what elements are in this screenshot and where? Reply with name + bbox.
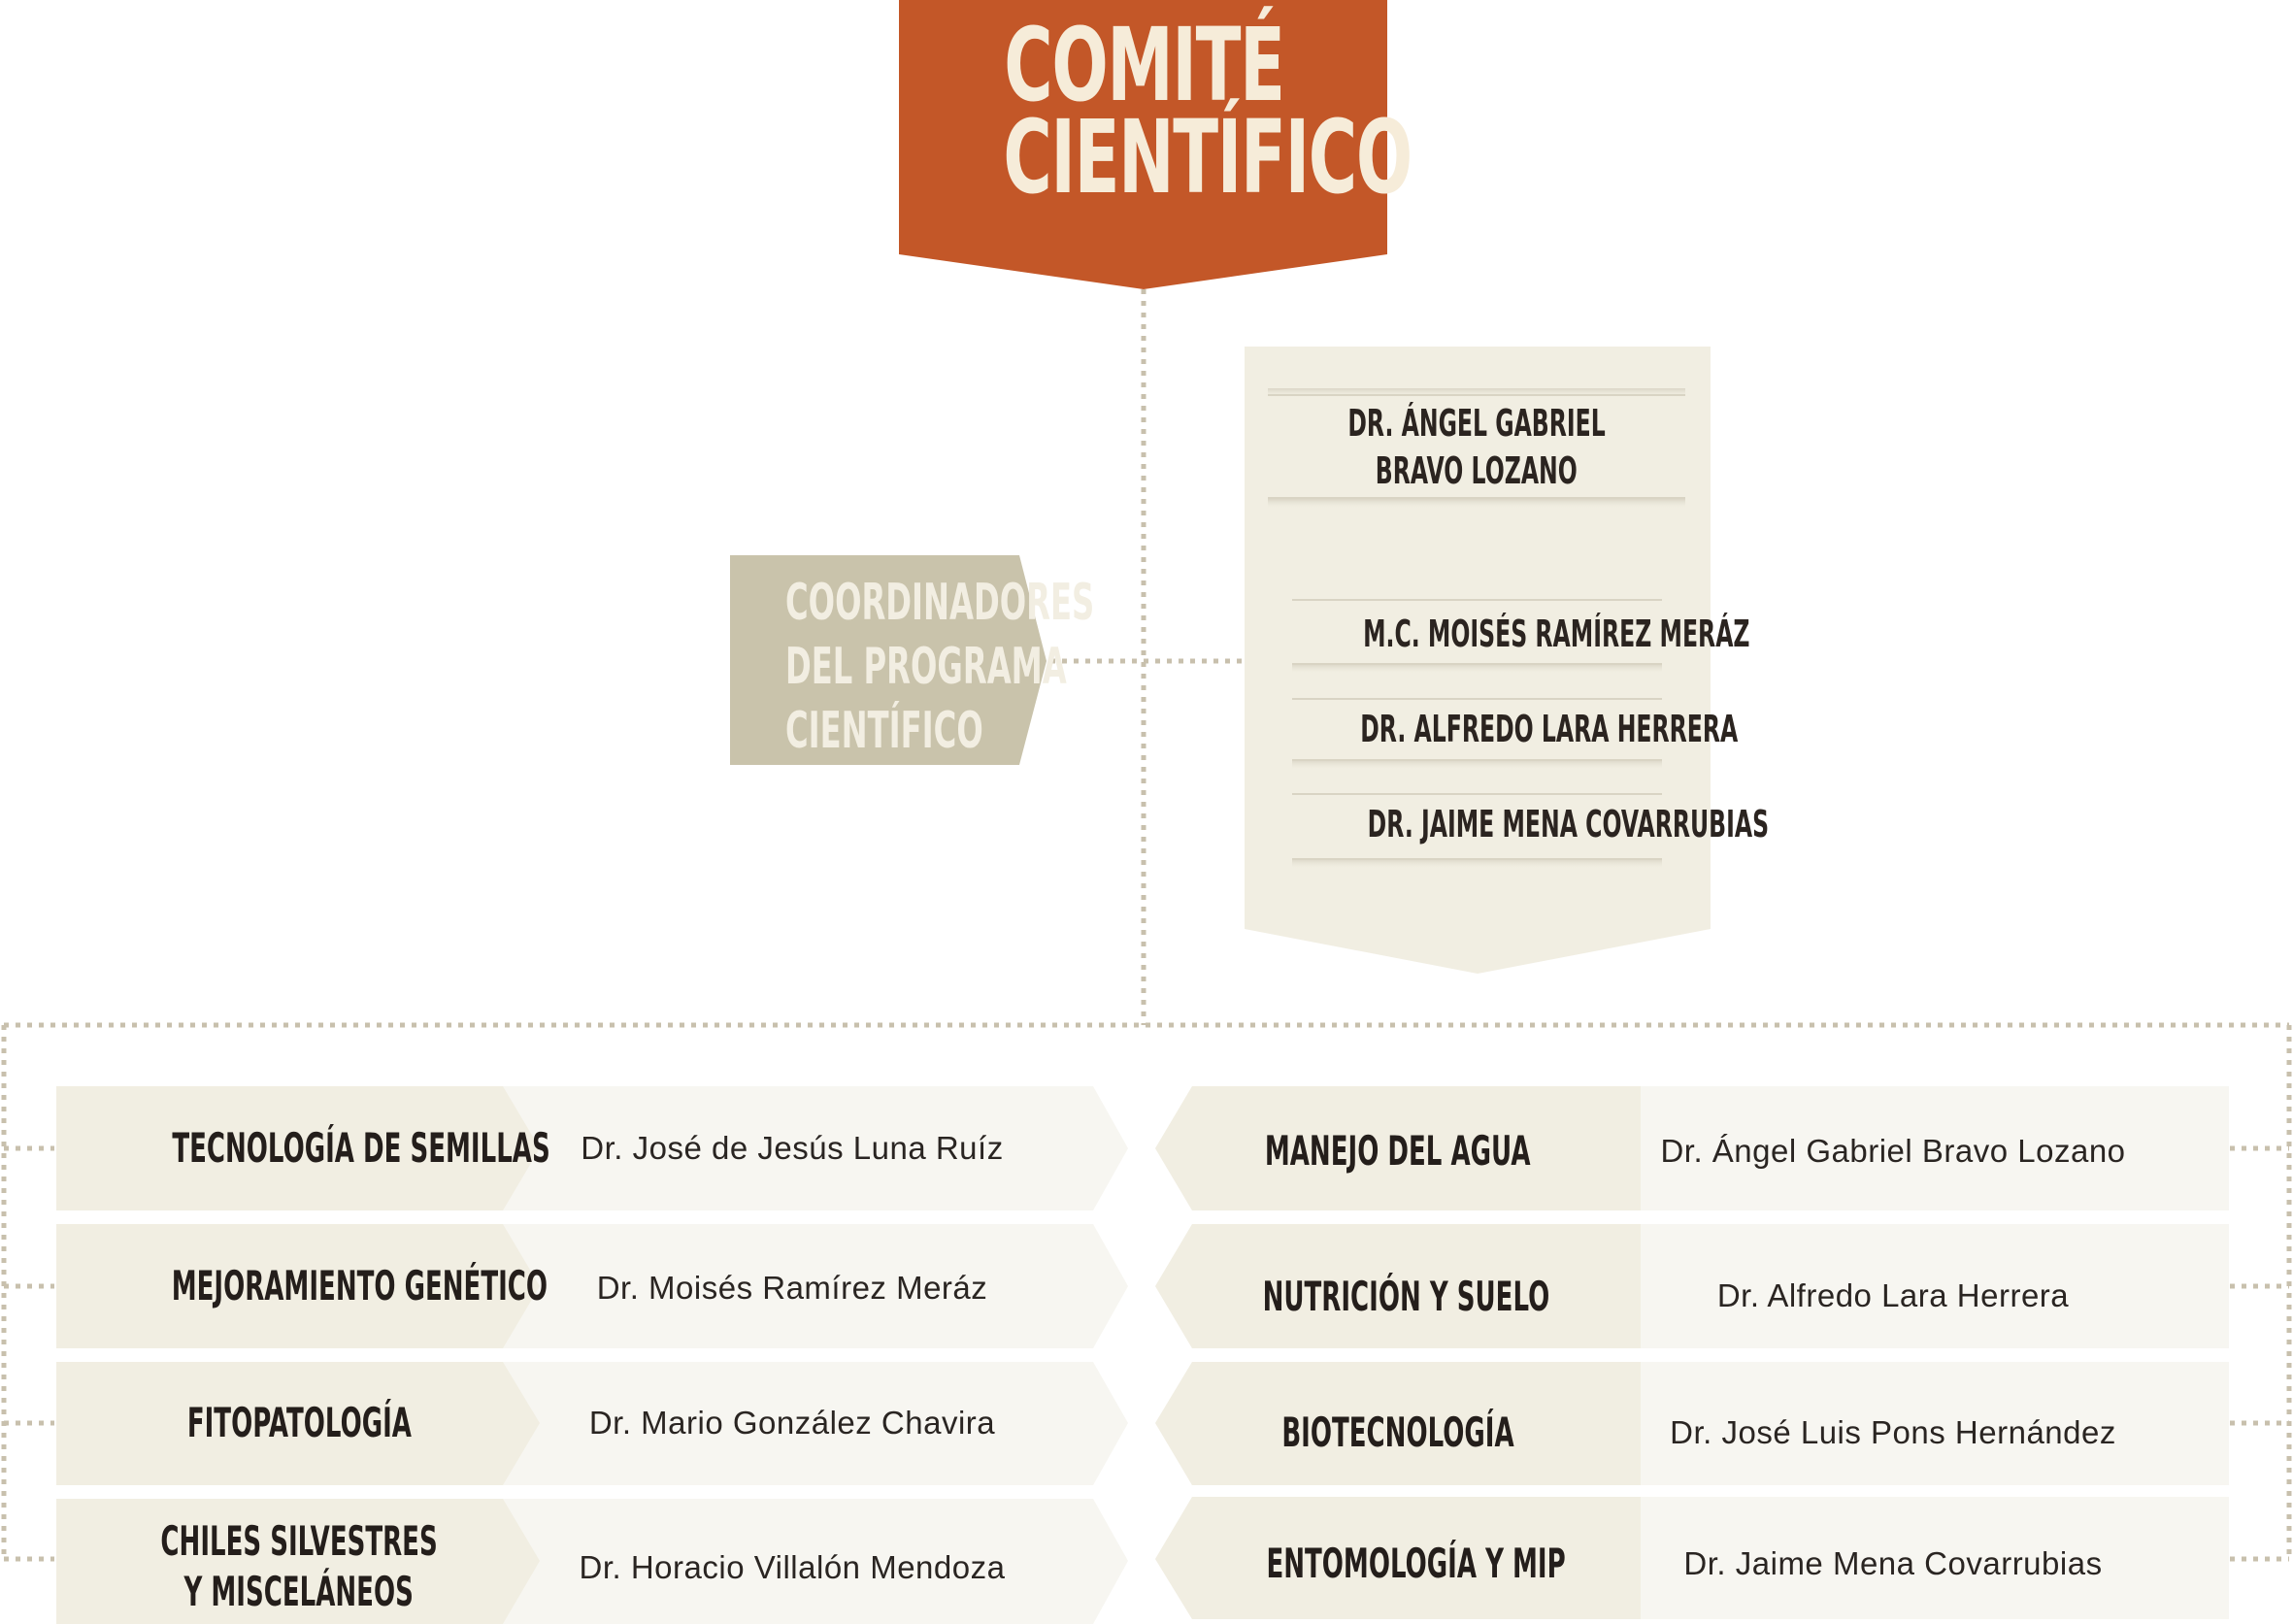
coordinators-tag: COORDINADORES DEL PROGRAMA CIENTÍFICO: [730, 571, 1095, 763]
coordinator-head-line-2: BRAVO LOZANO: [1375, 449, 1579, 492]
area-person: Dr. Horacio Villalón Mendoza: [579, 1549, 1006, 1585]
coordinator-member: DR. JAIME MENA COVARRUBIAS: [1367, 803, 1770, 845]
title-line-1: COMITÉ: [1003, 6, 1285, 124]
coordinators-tag-shape: [730, 555, 1047, 765]
area-label: MANEJO DEL AGUA: [1265, 1127, 1531, 1175]
area-label: FITOPATOLOGÍA: [186, 1399, 412, 1446]
title-line-2: CIENTÍFICO: [1003, 98, 1412, 216]
coordinator-head: DR. ÁNGEL GABRIEL BRAVO LOZANO: [1268, 400, 1685, 495]
area-person: Dr. Ángel Gabriel Bravo Lozano: [1660, 1133, 2126, 1169]
area-person: Dr. Mario González Chavira: [588, 1405, 996, 1441]
area-person: Dr. José Luis Pons Hernández: [1670, 1414, 2116, 1450]
connector-lines: [1, 289, 2292, 1562]
title-banner: [899, 0, 1387, 289]
area-label: NUTRICIÓN Y SUELO: [1262, 1273, 1550, 1320]
coordinator-head-line-1: DR. ÁNGEL GABRIEL: [1347, 402, 1606, 445]
area-person: Dr. Jaime Mena Covarrubias: [1683, 1545, 2103, 1581]
page-title: COMITÉ CIENTÍFICO: [898, 6, 1412, 208]
area-person: Dr. José de Jesús Luna Ruíz: [581, 1130, 1004, 1166]
coordinators-tag-line-1: COORDINADORES: [785, 574, 1095, 632]
area-label: CHILES SILVESTRES Y MISCELÁNEOS: [160, 1517, 438, 1615]
left-area-shapes: [56, 1086, 1128, 1624]
area-person: Dr. Moisés Ramírez Meráz: [596, 1270, 988, 1306]
area-label: ENTOMOLOGÍA Y MIP: [1266, 1540, 1566, 1587]
coordinator-member: M.C. MOISÉS RAMÍREZ MERÁZ: [1363, 613, 1750, 655]
coordinators-tag-line-3: CIENTÍFICO: [785, 702, 983, 760]
area-label: BIOTECNOLOGÍA: [1281, 1409, 1514, 1456]
coordinator-member: DR. ALFREDO LARA HERRERA: [1360, 708, 1739, 750]
area-label: MEJORAMIENTO GENÉTICO: [171, 1262, 548, 1309]
area-person: Dr. Alfredo Lara Herrera: [1716, 1277, 2070, 1313]
panel-rules: [1268, 388, 1685, 869]
area-label: TECNOLOGÍA DE SEMILLAS: [172, 1124, 550, 1172]
coordinators-tag-line-2: DEL PROGRAMA: [785, 638, 1067, 696]
right-area-shapes: [1155, 1086, 2229, 1619]
